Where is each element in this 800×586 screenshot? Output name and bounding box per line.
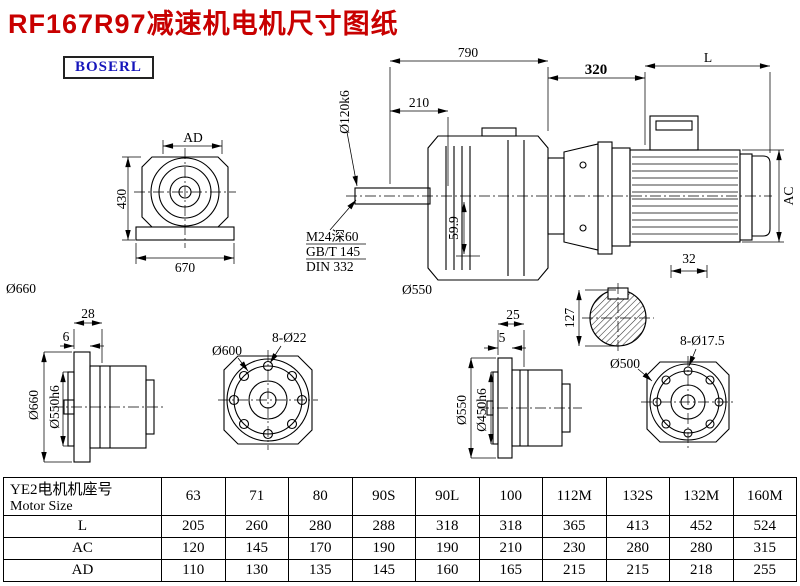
header-cn: YE2电机机座号 <box>10 482 113 498</box>
value-cell: 160 <box>415 559 480 582</box>
dim-32: 32 <box>682 251 696 266</box>
size-col: 160M <box>732 477 797 516</box>
brand-logo: BOSERL <box>63 56 154 79</box>
size-col: 80 <box>288 477 353 516</box>
value-cell: 210 <box>478 537 543 560</box>
din-standard-note: DIN 332 <box>306 259 354 274</box>
value-cell: 170 <box>288 537 353 560</box>
value-cell: 165 <box>478 559 543 582</box>
dim-AC: AC <box>781 187 796 206</box>
flange-face-view-600 <box>218 345 318 450</box>
flange2-bolt-holes-label: 8-Ø17.5 <box>680 333 725 348</box>
size-col: 63 <box>161 477 226 516</box>
tapped-hole-note: M24深60 <box>306 229 359 244</box>
bl-spigot-dia-label: Ø550h6 <box>47 385 62 429</box>
motor-dimension-table: YE2电机机座号 Motor Size 63 71 80 90S 90L 100… <box>3 477 797 582</box>
value-cell: 145 <box>224 537 289 560</box>
value-cell: 145 <box>351 559 416 582</box>
header-en: Motor Size <box>10 499 73 514</box>
bm-spigot-dia-label: Ø450h6 <box>474 388 489 432</box>
value-cell: 120 <box>161 537 226 560</box>
technical-drawing-canvas: 790 210 Ø120k6 320 L AC AD 430 670 Ø660 … <box>6 45 796 463</box>
bm-dim-25: 25 <box>506 307 520 322</box>
dim-AD: AD <box>183 130 203 145</box>
value-cell: 315 <box>732 537 797 560</box>
page-title: RF167R97减速机电机尺寸图纸 <box>8 9 399 39</box>
terminal-box <box>649 115 699 151</box>
value-cell: 318 <box>415 515 480 538</box>
front-view-drawing <box>122 140 236 264</box>
dim-790: 790 <box>458 45 479 60</box>
dim-320: 320 <box>585 62 608 78</box>
bm-dim-5: 5 <box>499 330 506 345</box>
size-col: 90S <box>351 477 416 516</box>
value-cell: 218 <box>669 559 734 582</box>
table-row-AD: AD 110 130 135 145 160 165 215 215 218 2… <box>3 559 797 582</box>
value-cell: 215 <box>605 559 670 582</box>
motor-fins <box>632 156 738 235</box>
value-cell: 135 <box>288 559 353 582</box>
flange2-diameter-label: Ø500 <box>610 356 640 371</box>
shaft-diameter-label: Ø120k6 <box>337 90 352 134</box>
row-label: L <box>3 515 162 538</box>
bl-dim-6: 6 <box>63 329 70 344</box>
value-cell: 230 <box>542 537 607 560</box>
size-col: 112M <box>542 477 607 516</box>
bl-dim-28: 28 <box>81 306 95 321</box>
row-label: AC <box>3 537 162 560</box>
mid-flange-diameter-label: Ø550 <box>402 282 432 297</box>
size-col: 90L <box>415 477 480 516</box>
value-cell: 318 <box>478 515 543 538</box>
motor-side-view-drawing <box>548 63 784 353</box>
value-cell: 205 <box>161 515 226 538</box>
value-cell: 260 <box>224 515 289 538</box>
flange-face-view-500 <box>637 348 735 448</box>
value-cell: 190 <box>415 537 480 560</box>
value-cell: 130 <box>224 559 289 582</box>
motor-size-header-cell: YE2电机机座号 Motor Size <box>3 477 162 516</box>
flange1-diameter-label: Ø600 <box>212 343 242 358</box>
value-cell: 413 <box>605 515 670 538</box>
value-cell: 110 <box>161 559 226 582</box>
table-header-row: YE2电机机座号 Motor Size 63 71 80 90S 90L 100… <box>3 477 797 516</box>
value-cell: 280 <box>605 537 670 560</box>
value-cell: 365 <box>542 515 607 538</box>
front-flange-diameter-label: Ø660 <box>6 281 36 296</box>
table-row-L: L 205 260 280 288 318 318 365 413 452 52… <box>3 515 797 538</box>
dim-210: 210 <box>409 95 430 110</box>
value-cell: 215 <box>542 559 607 582</box>
value-cell: 280 <box>288 515 353 538</box>
dim-430: 430 <box>114 189 129 210</box>
flange1-bolt-holes-label: 8-Ø22 <box>272 330 307 345</box>
bm-flange-od-label: Ø550 <box>454 395 469 425</box>
table-row-AC: AC 120 145 170 190 190 210 230 280 280 3… <box>3 537 797 560</box>
dim-59-9: 59.9 <box>446 216 461 240</box>
size-col: 132M <box>669 477 734 516</box>
value-cell: 288 <box>351 515 416 538</box>
value-cell: 452 <box>669 515 734 538</box>
bolt-holes-500 <box>652 366 724 438</box>
gearbox-side-view-drawing <box>306 58 772 281</box>
row-label: AD <box>3 559 162 582</box>
size-col: 100 <box>478 477 543 516</box>
value-cell: 255 <box>732 559 797 582</box>
bolt-holes-600 <box>228 360 308 440</box>
dim-127: 127 <box>562 308 577 329</box>
size-col: 132S <box>605 477 670 516</box>
dimension-labels: 790 210 Ø120k6 320 L AC AD 430 670 Ø660 … <box>6 45 796 432</box>
gbt-standard-note: GB/T 145 <box>306 244 360 259</box>
flange-gearbox-side-view-2 <box>468 321 582 459</box>
bl-flange-od-label: Ø660 <box>26 390 41 420</box>
size-col: 71 <box>224 477 289 516</box>
value-cell: 280 <box>669 537 734 560</box>
dim-670: 670 <box>175 260 196 275</box>
dim-L: L <box>704 50 712 65</box>
value-cell: 524 <box>732 515 797 538</box>
flange-gearbox-side-view-1 <box>41 320 164 463</box>
value-cell: 190 <box>351 537 416 560</box>
